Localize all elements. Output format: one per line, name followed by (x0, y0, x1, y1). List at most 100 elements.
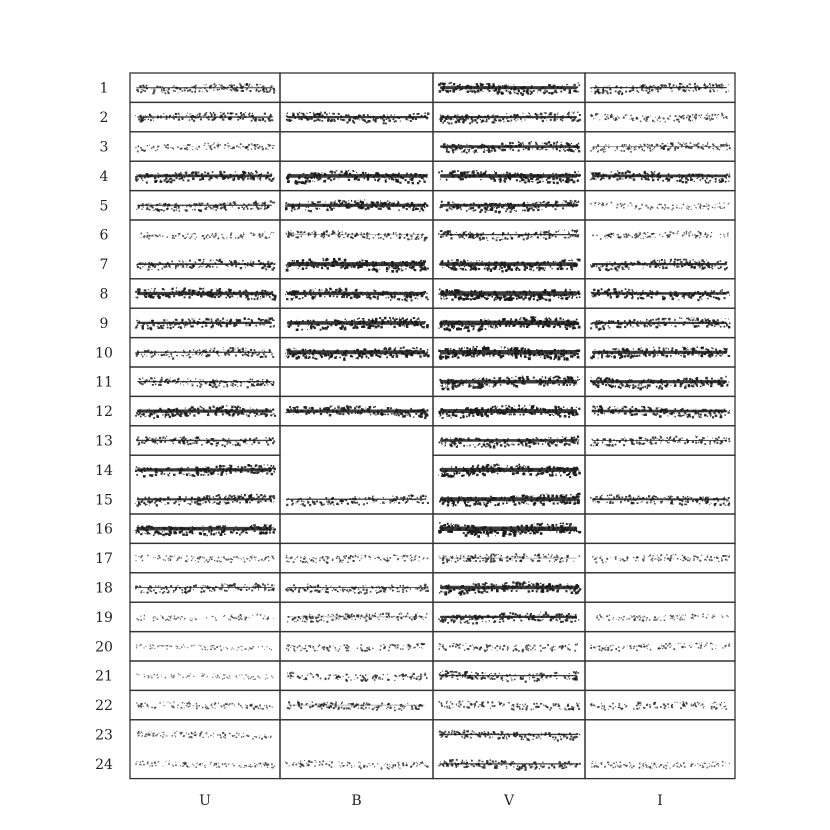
trace-V-22 (438, 700, 581, 711)
trace-V-6 (438, 229, 580, 242)
trace-V-18 (438, 581, 582, 596)
row-label-19: 19 (95, 610, 113, 626)
trace-I-1 (590, 82, 729, 96)
trace-V-14 (438, 463, 581, 478)
trace-U-7 (136, 258, 276, 271)
trace-I-22 (590, 701, 728, 711)
panel-I-16 (584, 513, 736, 545)
panel-U-22 (129, 689, 281, 721)
trace-U-21 (135, 673, 274, 680)
trace-U-8 (135, 287, 277, 301)
trace-B-17 (285, 554, 429, 564)
trace-I-17 (592, 554, 730, 564)
trace-V-7 (439, 258, 581, 273)
trace-I-4 (590, 170, 731, 184)
trace-V-1 (438, 81, 581, 96)
trace-U-11 (137, 376, 275, 389)
row-label-9: 9 (100, 316, 109, 332)
row-label-13: 13 (95, 434, 113, 450)
trace-I-13 (590, 435, 731, 447)
trace-U-16 (135, 523, 276, 537)
trace-U-13 (136, 435, 276, 448)
panel-V-22 (432, 689, 586, 721)
panel-B-16 (279, 513, 434, 545)
trace-V-20 (438, 643, 578, 653)
panel-I-20 (584, 630, 736, 662)
trace-U-10 (135, 347, 275, 360)
trace-V-21 (438, 670, 580, 683)
panel-U-3 (129, 131, 281, 162)
row-label-11: 11 (95, 375, 113, 391)
trace-U-23 (137, 730, 272, 740)
trace-U-14 (135, 464, 276, 478)
panel-U-19 (129, 601, 281, 633)
row-label-24: 24 (95, 757, 113, 773)
trace-V-5 (439, 199, 580, 214)
trace-I-6 (592, 230, 729, 240)
trace-V-11 (439, 375, 581, 391)
row-label-12: 12 (95, 404, 113, 420)
trace-layer (135, 81, 731, 771)
trace-U-2 (135, 111, 274, 123)
trace-B-20 (285, 642, 426, 652)
trace-V-3 (440, 141, 581, 154)
panel-B-21 (279, 660, 434, 692)
trace-B-5 (285, 199, 429, 213)
trace-B-15 (286, 494, 429, 507)
panel-I-23-24 (584, 719, 736, 780)
trace-U-22 (136, 701, 273, 710)
panel-I-14-15 (584, 454, 736, 515)
row-label-17: 17 (95, 551, 113, 567)
row-label-21: 21 (95, 669, 113, 685)
trace-U-17 (135, 554, 275, 564)
panel-I-18 (584, 572, 736, 603)
trace-U-6 (140, 231, 275, 240)
band-label-V: V (503, 793, 515, 809)
trace-I-8 (590, 288, 730, 302)
trace-I-10 (590, 346, 731, 360)
panel-I-21 (584, 660, 736, 692)
trace-U-20 (135, 643, 272, 651)
trace-V-2 (439, 111, 581, 125)
trace-B-9 (287, 316, 429, 331)
panel-U-23-24 (129, 719, 281, 780)
panel-U-14-15 (129, 454, 281, 515)
trace-I-11 (590, 375, 730, 391)
panel-V-23-24 (432, 719, 586, 780)
trace-B-21 (286, 671, 428, 682)
trace-U-5 (136, 200, 276, 212)
trace-I-2 (590, 112, 728, 123)
row-label-22: 22 (95, 698, 113, 714)
trace-V-23 (438, 729, 581, 742)
trace-V-17 (438, 553, 581, 565)
trace-U-15 (135, 493, 276, 507)
row-label-10: 10 (95, 345, 113, 361)
trace-V-12 (438, 404, 581, 419)
trace-I-24 (591, 760, 730, 770)
trace-V-8 (438, 288, 581, 302)
panel-U-6-7 (129, 219, 281, 280)
trace-U-24 (135, 760, 276, 769)
trace-B-10 (285, 346, 430, 361)
row-label-5: 5 (100, 198, 109, 214)
trace-B-24 (285, 760, 429, 770)
panel-U-17 (129, 542, 281, 574)
panel-B-13-15 (279, 425, 434, 515)
panel-B-11 (279, 366, 434, 398)
trace-U-9 (135, 317, 275, 331)
trace-B-19 (287, 612, 428, 623)
row-label-4: 4 (100, 169, 109, 185)
trace-B-2 (285, 111, 430, 125)
panel-layer (129, 72, 736, 780)
trace-U-19 (136, 613, 274, 622)
trace-B-8 (285, 287, 429, 302)
trace-I-5 (590, 201, 730, 211)
row-label-7: 7 (100, 257, 109, 273)
trace-B-4 (285, 170, 428, 185)
row-label-18: 18 (95, 581, 113, 597)
row-label-6: 6 (100, 228, 109, 244)
trace-V-9 (438, 316, 581, 333)
panel-I-5 (584, 189, 736, 221)
row-label-16: 16 (95, 522, 113, 538)
